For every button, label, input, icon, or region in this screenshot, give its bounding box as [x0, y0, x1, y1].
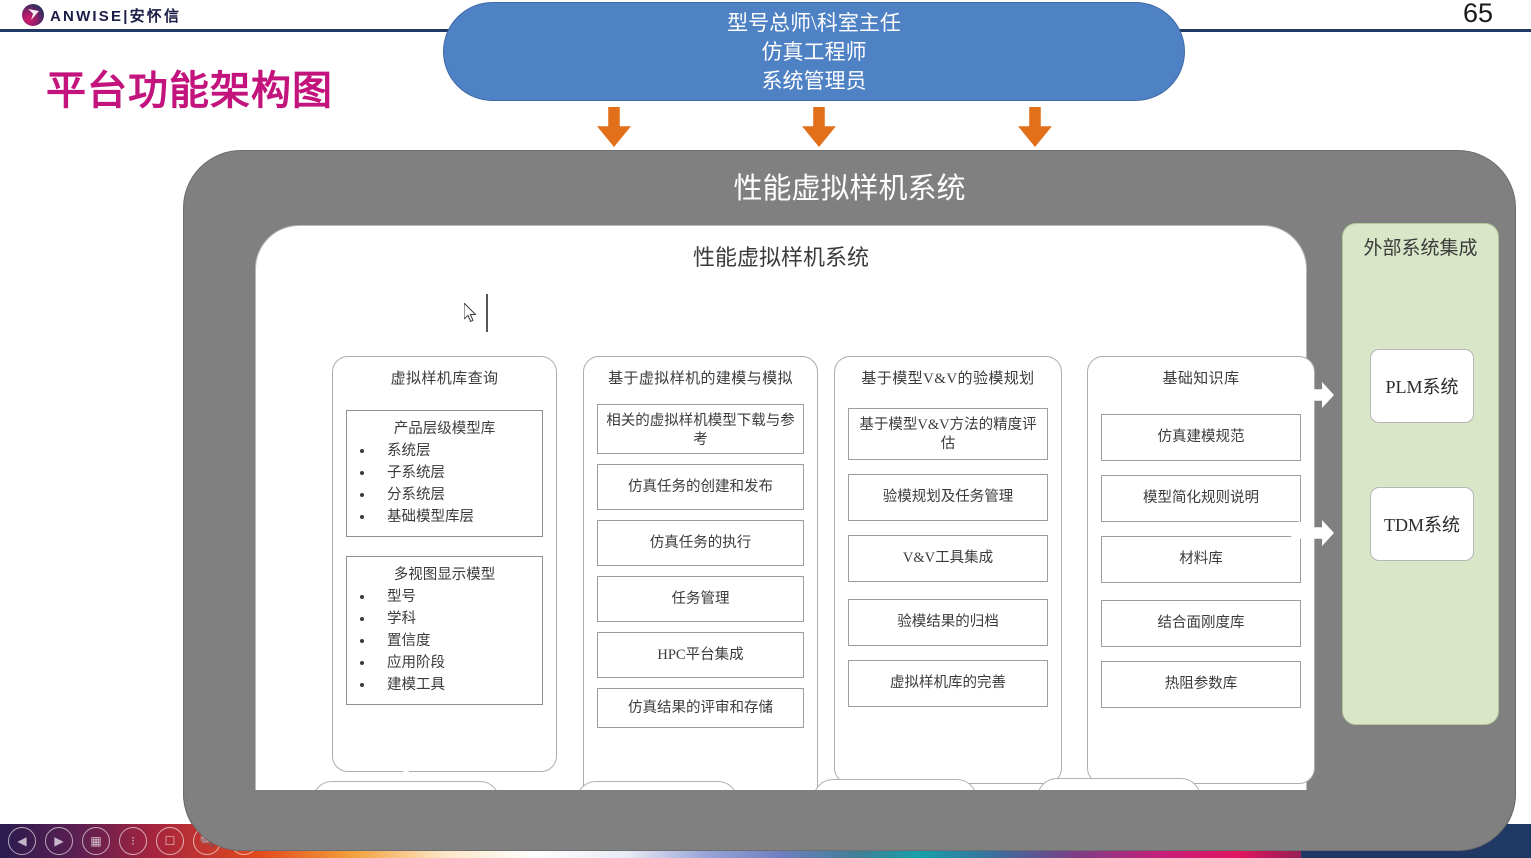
list-item: 子系统层: [375, 462, 534, 484]
dots-icon[interactable]: ⁝: [119, 827, 147, 855]
external-system-plm[interactable]: PLM系统: [1370, 349, 1474, 423]
feature-chip[interactable]: 任务管理: [597, 576, 804, 622]
list-item: 学科: [375, 608, 534, 630]
arrow-down-icon-2: [802, 107, 836, 147]
system-container-bottom-overlap: [183, 790, 1516, 851]
feature-chip[interactable]: V&V工具集成: [848, 535, 1048, 582]
column-knowledge-base[interactable]: 基础知识库 仿真建模规范 模型简化规则说明 材料库 结合面刚度库 热阻参数库: [1087, 356, 1315, 784]
list-item: 系统层: [375, 440, 534, 462]
arrow-down-icon-3: [1018, 107, 1052, 147]
anwise-logo-mark-icon: [22, 4, 44, 26]
feature-chip[interactable]: 模型简化规则说明: [1101, 475, 1301, 522]
column-title: 虚拟样机库查询: [390, 371, 499, 387]
feature-chip[interactable]: 基于模型V&V方法的精度评估: [848, 408, 1048, 460]
feature-chip[interactable]: 验模规划及任务管理: [848, 474, 1048, 521]
mouse-cursor-icon: [464, 303, 477, 323]
feature-chip[interactable]: 仿真任务的执行: [597, 520, 804, 566]
feature-chip[interactable]: 虚拟样机库的完善: [848, 660, 1048, 707]
feature-chip[interactable]: 相关的虚拟样机模型下载与参考: [597, 404, 804, 454]
platform-panel-title: 性能虚拟样机系统: [692, 245, 869, 270]
feature-chip[interactable]: 仿真结果的评审和存储: [597, 688, 804, 728]
column-title: 基础知识库: [1162, 371, 1240, 387]
listbox-multiview-model[interactable]: 多视图显示模型 型号 学科 置信度 应用阶段 建模工具: [346, 556, 543, 705]
list-item: 建模工具: [375, 674, 534, 696]
list-item: 置信度: [375, 630, 534, 652]
external-systems-panel: 外部系统集成 PLM系统 TDM系统: [1342, 223, 1499, 725]
feature-chip[interactable]: 仿真建模规范: [1101, 414, 1301, 461]
listbox-product-hierarchy[interactable]: 产品层级模型库 系统层 子系统层 分系统层 基础模型库层: [346, 410, 543, 537]
roles-box: 型号总师\科室主任 仿真工程师 系统管理员: [443, 2, 1185, 101]
system-container: 性能虚拟样机系统 性能虚拟样机系统 虚拟样机库查询 产品层级模型库 系统层 子系…: [183, 150, 1516, 858]
platform-panel: 性能虚拟样机系统 虚拟样机库查询 产品层级模型库 系统层 子系统层 分系统层 基…: [255, 225, 1315, 858]
list-item: 型号: [375, 586, 534, 608]
anwise-logo: ANWISE|安怀信: [22, 2, 181, 28]
feature-chip[interactable]: 热阻参数库: [1101, 661, 1301, 708]
listbox-items: 型号 学科 置信度 应用阶段 建模工具: [355, 586, 534, 696]
external-systems-title: 外部系统集成: [1363, 238, 1478, 259]
list-item: 分系统层: [375, 484, 534, 506]
system-title: 性能虚拟样机系统: [733, 173, 966, 205]
window-icon[interactable]: ☐: [156, 827, 184, 855]
arrow-down-icon-1: [597, 107, 631, 147]
list-item: 基础模型库层: [375, 506, 534, 528]
forward-icon[interactable]: ▶: [45, 827, 73, 855]
column-vv-planning[interactable]: 基于模型V&V的验模规划 基于模型V&V方法的精度评估 验模规划及任务管理 V&…: [834, 356, 1062, 784]
back-icon[interactable]: ◀: [8, 827, 36, 855]
feature-chip[interactable]: 仿真任务的创建和发布: [597, 464, 804, 510]
grid-icon[interactable]: ▦: [82, 827, 110, 855]
feature-chip[interactable]: 材料库: [1101, 536, 1301, 583]
listbox-title: 多视图显示模型: [393, 567, 496, 583]
anwise-logo-text: ANWISE|安怀信: [50, 7, 182, 25]
column-title: 基于虚拟样机的建模与模拟: [608, 371, 793, 387]
text-caret: [486, 294, 488, 332]
column-modeling-simulation[interactable]: 基于虚拟样机的建模与模拟 相关的虚拟样机模型下载与参考 仿真任务的创建和发布 仿…: [583, 356, 818, 804]
role-line-1: 型号总师\科室主任: [727, 11, 901, 35]
page-title: 平台功能架构图: [46, 69, 333, 113]
column-virtual-prototype-query[interactable]: 虚拟样机库查询 产品层级模型库 系统层 子系统层 分系统层 基础模型库层 多视图…: [332, 356, 557, 772]
role-line-2: 仿真工程师: [761, 40, 867, 64]
page-number: 65: [1462, 0, 1493, 28]
listbox-items: 系统层 子系统层 分系统层 基础模型库层: [355, 440, 534, 528]
feature-chip[interactable]: 验模结果的归档: [848, 599, 1048, 646]
list-item: 应用阶段: [375, 652, 534, 674]
feature-chip[interactable]: 结合面刚度库: [1101, 600, 1301, 647]
role-line-3: 系统管理员: [761, 69, 867, 93]
external-system-tdm[interactable]: TDM系统: [1370, 487, 1474, 561]
feature-chip[interactable]: HPC平台集成: [597, 632, 804, 678]
listbox-title: 产品层级模型库: [393, 421, 496, 437]
column-title: 基于模型V&V的验模规划: [861, 371, 1035, 387]
